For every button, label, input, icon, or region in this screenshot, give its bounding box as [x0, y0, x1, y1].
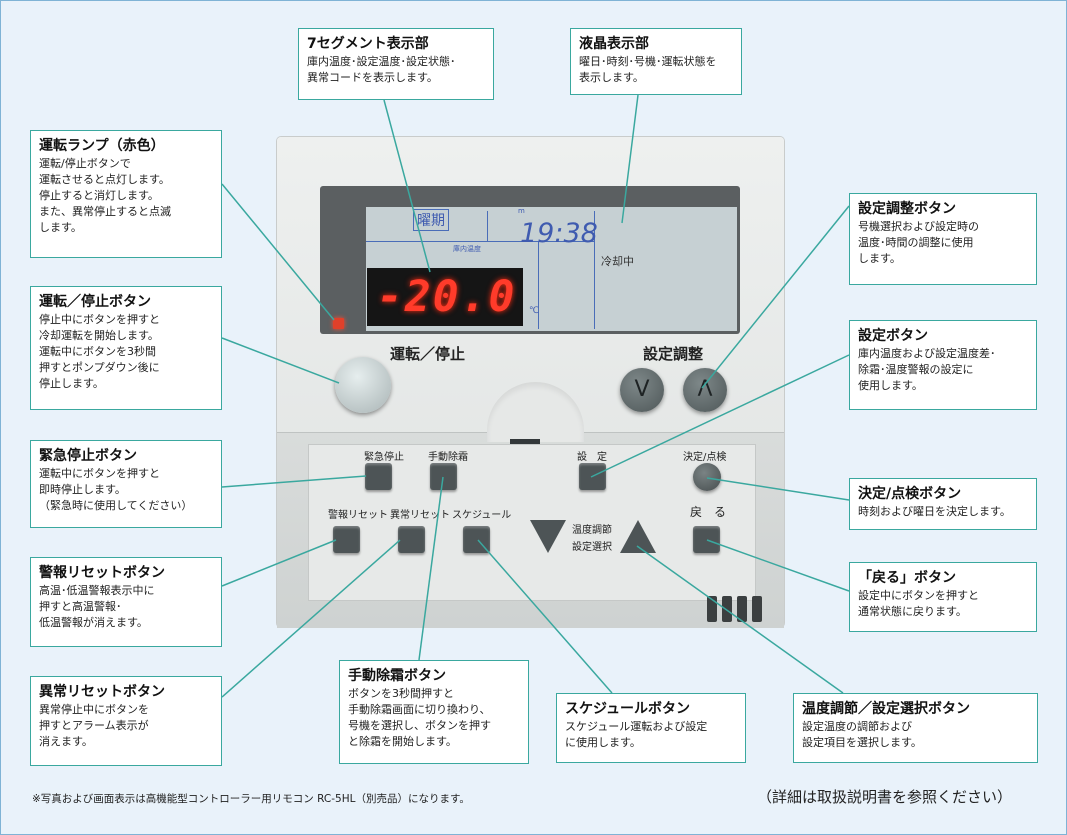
manual-defrost-label: 手動除霜 [428, 452, 468, 463]
lcd-time: 19:38 [520, 218, 598, 249]
callout-desc: スケジュール運転および設定 に使用します。 [565, 720, 708, 749]
temp-adjust-label-1: 温度調節 [572, 525, 612, 536]
callout-run-stop: 運転／停止ボタン 停止中にボタンを押すと 冷却運転を開始します。 運転中にボタン… [30, 286, 222, 410]
lcd-unit: ℃ [529, 306, 540, 316]
callout-error-reset: 異常リセットボタン 異常停止中にボタンを 押すとアラーム表示が 消えます。 [30, 676, 222, 766]
footer-reference: （詳細は取扱説明書を参照ください） [757, 788, 1013, 806]
callout-desc: 異常停止中にボタンを 押すとアラーム表示が 消えます。 [39, 703, 149, 748]
callout-setting-adjust: 設定調整ボタン 号機選択および設定時の 温度･時間の調整に使用 します。 [849, 193, 1037, 285]
callout-desc: 停止中にボタンを押すと 冷却運転を開始します。 運転中にボタンを3秒間 押すとポ… [39, 313, 160, 390]
callout-title: 運転／停止ボタン [39, 294, 151, 310]
setting-label: 設 定 [577, 452, 607, 463]
callout-title: 「戻る」ボタン [858, 570, 956, 586]
back-label: 戻 る [690, 505, 727, 519]
callout-seven-segment: 7セグメント表示部 庫内温度･設定温度･設定状態･ 異常コードを表示します。 [298, 28, 494, 100]
leader-line [706, 539, 850, 592]
vent-slot [737, 596, 747, 622]
run-stop-label: 運転／停止 [390, 345, 466, 363]
emergency-stop-label: 緊急停止 [364, 452, 404, 463]
error-reset-label: 異常リセット [390, 510, 450, 521]
callout-title: 温度調節／設定選択ボタン [802, 701, 970, 717]
callout-alarm-reset: 警報リセットボタン 高温･低温警報表示中に 押すと高温警報･ 低温警報が消えます… [30, 557, 222, 647]
callout-schedule: スケジュールボタン スケジュール運転および設定 に使用します。 [556, 693, 746, 763]
callout-title: 設定調整ボタン [858, 201, 956, 217]
callout-desc: 庫内温度および設定温度差･ 除霜･温度警報の設定に 使用します。 [858, 347, 996, 392]
vent-slot [722, 596, 732, 622]
leader-line [477, 539, 613, 694]
seven-segment-value: -20.0 [377, 272, 517, 322]
callout-title: 異常リセットボタン [39, 684, 165, 700]
leader-line [221, 337, 340, 384]
callout-back: 「戻る」ボタン 設定中にボタンを押すと 通常状態に戻ります。 [849, 562, 1037, 632]
lcd-weekday: 曜期 [413, 209, 449, 231]
leader-line [706, 477, 850, 501]
leader-line [221, 539, 337, 587]
temp-adjust-label-2: 設定選択 [572, 542, 612, 553]
seven-segment-display: -20.0 [367, 268, 523, 326]
callout-emergency: 緊急停止ボタン 運転中にボタンを押すと 即時停止します。 （緊急時に使用してくだ… [30, 440, 222, 528]
leader-line [636, 545, 844, 694]
callout-title: 液晶表示部 [579, 36, 649, 52]
callout-desc: 設定温度の調節および 設定項目を選択します。 [802, 720, 922, 749]
confirm-button[interactable] [693, 463, 721, 491]
callout-desc: 庫内温度･設定温度･設定状態･ 異常コードを表示します。 [307, 55, 456, 84]
setting-adjust-label: 設定調整 [643, 345, 704, 363]
callout-manual-defrost: 手動除霜ボタン ボタンを3秒間押すと 手動除霜画面に切り換わり、 号機を選択し、… [339, 660, 529, 764]
callout-title: 緊急停止ボタン [39, 448, 137, 464]
callout-title: 手動除霜ボタン [348, 668, 446, 684]
callout-lcd: 液晶表示部 曜日･時刻･号機･運転状態を 表示します。 [570, 28, 742, 95]
leader-line [221, 539, 401, 698]
callout-temp-adjust: 温度調節／設定選択ボタン 設定温度の調節および 設定項目を選択します。 [793, 693, 1038, 763]
callout-desc: 曜日･時刻･号機･運転状態を 表示します。 [579, 55, 717, 84]
callout-desc: 号機選択および設定時の 温度･時間の調整に使用 します。 [858, 220, 979, 265]
callout-confirm: 決定/点検ボタン 時刻および曜日を決定します。 [849, 478, 1037, 530]
callout-desc: 運転/停止ボタンで 運転させると点灯します。 停止すると消灯します。 また、異常… [39, 157, 171, 234]
schedule-label: スケジュール [452, 510, 512, 521]
callout-title: 7セグメント表示部 [307, 36, 429, 52]
callout-title: スケジュールボタン [565, 701, 691, 717]
lcd-status: 冷却中 [601, 255, 634, 268]
alarm-reset-label: 警報リセット [328, 510, 388, 521]
leader-line [701, 205, 850, 389]
callout-desc: 時刻および曜日を決定します。 [858, 505, 1011, 518]
lcd-temp-label: 庫内温度 [453, 245, 481, 253]
callout-title: 運転ランプ（赤色） [39, 138, 165, 154]
callout-run-lamp: 運転ランプ（赤色） 運転/停止ボタンで 運転させると点灯します。 停止すると消灯… [30, 130, 222, 258]
callout-desc: 設定中にボタンを押すと 通常状態に戻ります。 [858, 589, 979, 618]
callout-setting: 設定ボタン 庫内温度および設定温度差･ 除霜･温度警報の設定に 使用します。 [849, 320, 1037, 410]
leader-line [418, 476, 444, 661]
leader-line [621, 94, 639, 224]
callout-title: 設定ボタン [858, 328, 928, 344]
leader-line [221, 475, 367, 488]
callout-desc: 運転中にボタンを押すと 即時停止します。 （緊急時に使用してください） [39, 467, 193, 512]
manual-defrost-button[interactable] [430, 463, 457, 490]
alarm-reset-button[interactable] [333, 526, 360, 553]
leader-line [383, 99, 431, 273]
temp-down-button[interactable] [530, 520, 566, 553]
callout-title: 決定/点検ボタン [858, 486, 962, 502]
run-lamp [333, 318, 344, 329]
up-button[interactable]: Λ [683, 368, 727, 412]
back-button[interactable] [693, 526, 720, 553]
callout-title: 警報リセットボタン [39, 565, 165, 581]
device-slot [510, 439, 540, 444]
callout-desc: ボタンを3秒間押すと 手動除霜画面に切り換わり、 号機を選択し、ボタンを押す と… [348, 687, 491, 748]
emergency-stop-button[interactable] [365, 463, 392, 490]
footer-note: ※写真および画面表示は高機能型コントローラー用リモコン RC-5HL（別売品）に… [32, 793, 470, 805]
callout-desc: 高温･低温警報表示中に 押すと高温警報･ 低温警報が消えます。 [39, 584, 155, 629]
lcd-mark: m [518, 207, 525, 215]
down-button[interactable]: V [620, 368, 664, 412]
vent-slot [752, 596, 762, 622]
error-reset-button[interactable] [398, 526, 425, 553]
run-stop-button[interactable] [335, 357, 391, 413]
confirm-label: 決定/点検 [683, 452, 727, 463]
vent-slot [707, 596, 717, 622]
leader-line [221, 183, 335, 321]
leader-line [590, 354, 850, 478]
